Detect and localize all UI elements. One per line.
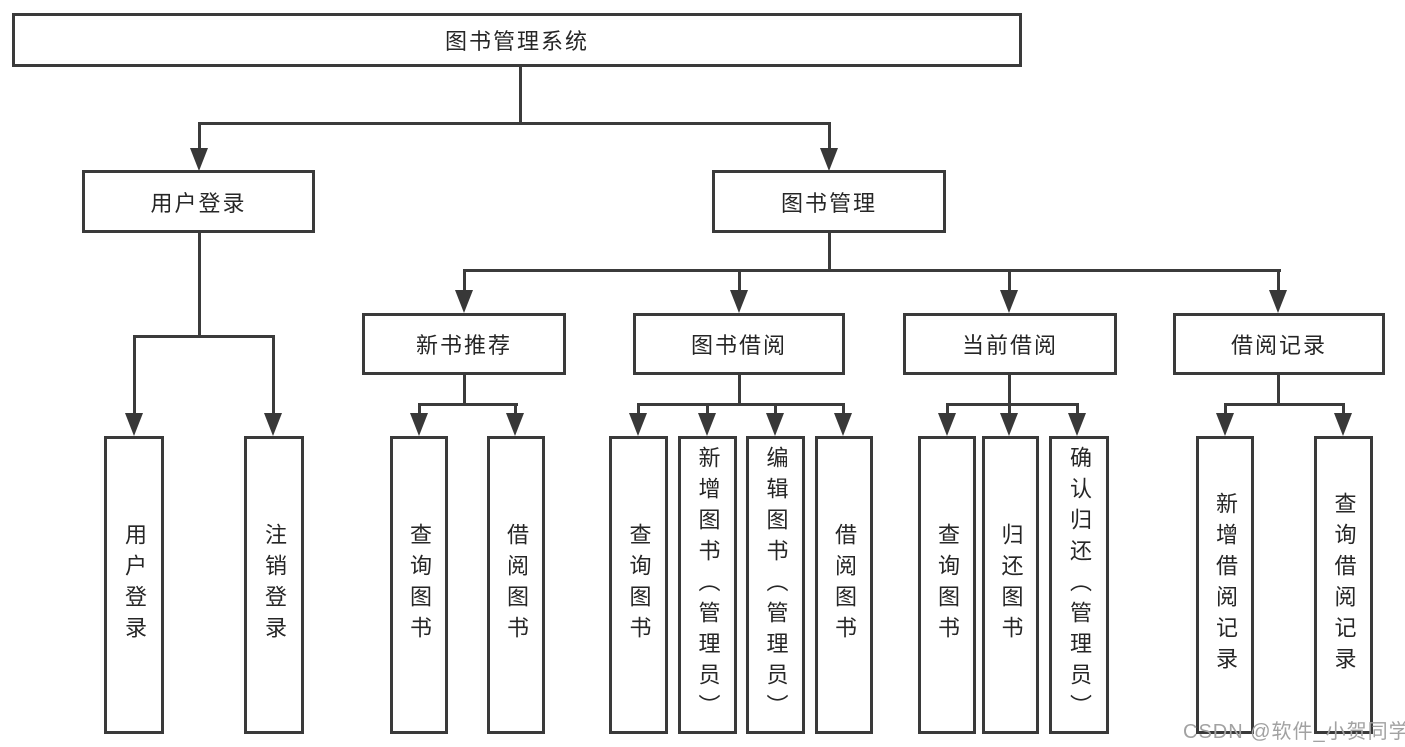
watermark-text: CSDN @软件_小贺同学 (1183, 721, 1405, 743)
node-borrowing-records: 借阅记录 (1173, 313, 1385, 375)
node-label: 确认归还（管理员） (1067, 445, 1092, 725)
connector-drop-line (637, 403, 640, 417)
node-leaf-borrow-books-borrowing: 借阅图书 (815, 436, 873, 734)
connector-drop-line (1277, 269, 1280, 291)
node-book-borrowing: 图书借阅 (633, 313, 845, 375)
node-label: 新增图书（管理员） (695, 445, 721, 725)
node-leaf-logout: 注销登录 (244, 436, 304, 734)
arrow-down-icon (938, 413, 956, 436)
connector-rail (418, 403, 518, 406)
connector-drop-line (738, 269, 741, 291)
arrow-down-icon (730, 290, 748, 313)
node-label: 新书推荐 (415, 333, 512, 358)
node-new-book-recommendation: 新书推荐 (362, 313, 566, 375)
node-label: 图书管理 (780, 190, 877, 216)
connector-branch-stem (1008, 375, 1011, 406)
node-leaf-query-borrow-record: 查询借阅记录 (1314, 436, 1373, 734)
connector-rail (637, 403, 845, 406)
connector-rail (1224, 403, 1344, 406)
node-label: 查询借阅记录 (1331, 492, 1357, 678)
connector-branch-stem (463, 375, 466, 406)
connector-drop-line (1008, 269, 1011, 291)
connector-drop-line (828, 122, 831, 152)
arrow-down-icon (629, 413, 647, 436)
arrow-down-icon (410, 413, 428, 436)
arrow-down-icon (1000, 290, 1018, 313)
arrow-down-icon (1216, 413, 1234, 436)
connector-drop-line (133, 335, 136, 415)
arrow-down-icon (506, 413, 524, 436)
node-label: 用户登录 (122, 523, 147, 647)
node-book-management: 图书管理 (712, 170, 946, 233)
connector-rail (133, 335, 275, 338)
connector-level3-rail (463, 269, 1281, 272)
arrow-down-icon (125, 413, 143, 436)
node-label: 查询图书 (407, 523, 432, 647)
connector-drop-line (774, 403, 777, 417)
node-leaf-return-books: 归还图书 (982, 436, 1039, 734)
arrow-down-icon (1334, 413, 1352, 436)
arrow-down-icon (1068, 413, 1086, 436)
node-label: 查询图书 (935, 523, 960, 647)
connector-branch-stem (828, 233, 831, 272)
node-leaf-confirm-return-admin: 确认归还（管理员） (1049, 436, 1109, 734)
arrow-down-icon (455, 290, 473, 313)
node-label: 用户登录 (150, 190, 247, 216)
connector-level2-rail (198, 122, 831, 125)
connector-drop-line (514, 403, 517, 417)
arrow-down-icon (698, 413, 716, 436)
node-leaf-query-books-borrowing: 查询图书 (609, 436, 668, 734)
node-label: 图书管理系统 (444, 29, 589, 54)
arrow-down-icon (1000, 413, 1018, 436)
connector-drop-line (272, 335, 275, 415)
arrow-down-icon (820, 148, 838, 171)
connector-drop-line (842, 403, 845, 417)
arrow-down-icon (264, 413, 282, 436)
connector-branch-stem (198, 233, 201, 338)
node-leaf-add-borrow-record: 新增借阅记录 (1196, 436, 1254, 734)
node-label: 编辑图书（管理员） (763, 445, 789, 725)
connector-branch-stem (1277, 375, 1280, 406)
node-leaf-user-login: 用户登录 (104, 436, 164, 734)
node-label: 图书借阅 (690, 333, 787, 358)
connector-branch-stem (738, 375, 741, 406)
node-label: 借阅记录 (1230, 333, 1327, 358)
node-leaf-query-books-recommend: 查询图书 (390, 436, 448, 734)
connector-root-stem (519, 65, 522, 125)
connector-drop-line (198, 122, 201, 152)
node-label: 归还图书 (998, 523, 1024, 647)
connector-drop-line (1224, 403, 1227, 417)
node-label: 注销登录 (262, 523, 287, 647)
node-leaf-borrow-books-recommend: 借阅图书 (487, 436, 545, 734)
arrow-down-icon (190, 148, 208, 171)
node-label: 借阅图书 (504, 523, 529, 647)
connector-drop-line (418, 403, 421, 417)
arrow-down-icon (1269, 290, 1287, 313)
node-label: 借阅图书 (832, 523, 857, 647)
node-label: 新增借阅记录 (1213, 492, 1238, 678)
connector-drop-line (1342, 403, 1345, 417)
node-current-borrowing: 当前借阅 (903, 313, 1117, 375)
connector-drop-line (1008, 403, 1011, 417)
arrow-down-icon (834, 413, 852, 436)
node-leaf-add-books-admin: 新增图书（管理员） (678, 436, 737, 734)
node-label: 查询图书 (626, 523, 652, 647)
connector-rail (946, 403, 1079, 406)
connector-drop-line (463, 269, 466, 291)
connector-drop-line (946, 403, 949, 417)
connector-drop-line (706, 403, 709, 417)
node-leaf-edit-books-admin: 编辑图书（管理员） (746, 436, 805, 734)
node-user-login: 用户登录 (82, 170, 315, 233)
connector-drop-line (1076, 403, 1079, 417)
node-label: 当前借阅 (961, 333, 1058, 358)
node-leaf-query-books-current: 查询图书 (918, 436, 976, 734)
node-library-management-system: 图书管理系统 (12, 13, 1022, 67)
arrow-down-icon (766, 413, 784, 436)
